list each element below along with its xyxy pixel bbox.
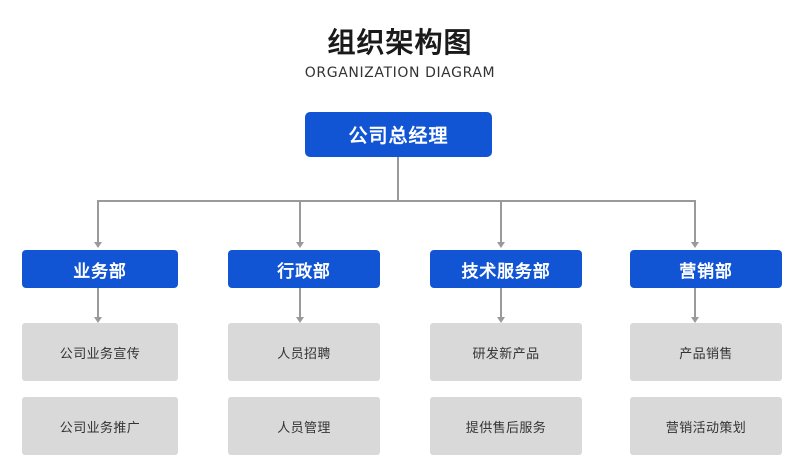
arrow-head-task-2-1 (296, 317, 304, 323)
node-task-1-1[interactable]: 公司业务宣传 (22, 323, 178, 381)
arrow-head-task-1-1 (94, 317, 102, 323)
arrow-head-dept-4 (691, 242, 699, 248)
arrow-head-dept-3 (497, 242, 505, 248)
node-task-4-1[interactable]: 产品销售 (630, 323, 782, 381)
connector-dept-4-to-task (694, 288, 696, 317)
connector-drop-dept-2 (299, 200, 301, 242)
connector-dept-2-to-task (299, 288, 301, 317)
connector-dept-1-to-task (97, 288, 99, 317)
node-task-3-2[interactable]: 提供售后服务 (430, 397, 582, 455)
arrow-head-task-3-1 (497, 317, 505, 323)
arrow-head-task-4-1 (691, 317, 699, 323)
connector-dept-3-to-task (500, 288, 502, 317)
connector-root-stem (397, 157, 399, 201)
page-subtitle: ORGANIZATION DIAGRAM (304, 65, 496, 81)
node-task-1-2[interactable]: 公司业务推广 (22, 397, 178, 455)
node-task-2-1[interactable]: 人员招聘 (228, 323, 380, 381)
chart-title-block: 组织架构图 ORGANIZATION DIAGRAM (0, 26, 800, 83)
node-dept-4[interactable]: 营销部 (630, 250, 782, 288)
connector-drop-dept-4 (694, 200, 696, 242)
page-title: 组织架构图 (327, 26, 473, 59)
node-task-2-2[interactable]: 人员管理 (228, 397, 380, 455)
node-dept-1[interactable]: 业务部 (22, 250, 178, 288)
node-task-4-2[interactable]: 营销活动策划 (630, 397, 782, 455)
node-general-manager[interactable]: 公司总经理 (305, 112, 492, 157)
arrow-head-dept-1 (94, 242, 102, 248)
connector-drop-dept-1 (97, 200, 99, 242)
connector-drop-dept-3 (500, 200, 502, 242)
node-dept-2[interactable]: 行政部 (228, 250, 380, 288)
node-task-3-1[interactable]: 研发新产品 (430, 323, 582, 381)
node-dept-3[interactable]: 技术服务部 (430, 250, 582, 288)
connector-horizontal-bus (98, 200, 695, 202)
arrow-head-dept-2 (296, 242, 304, 248)
